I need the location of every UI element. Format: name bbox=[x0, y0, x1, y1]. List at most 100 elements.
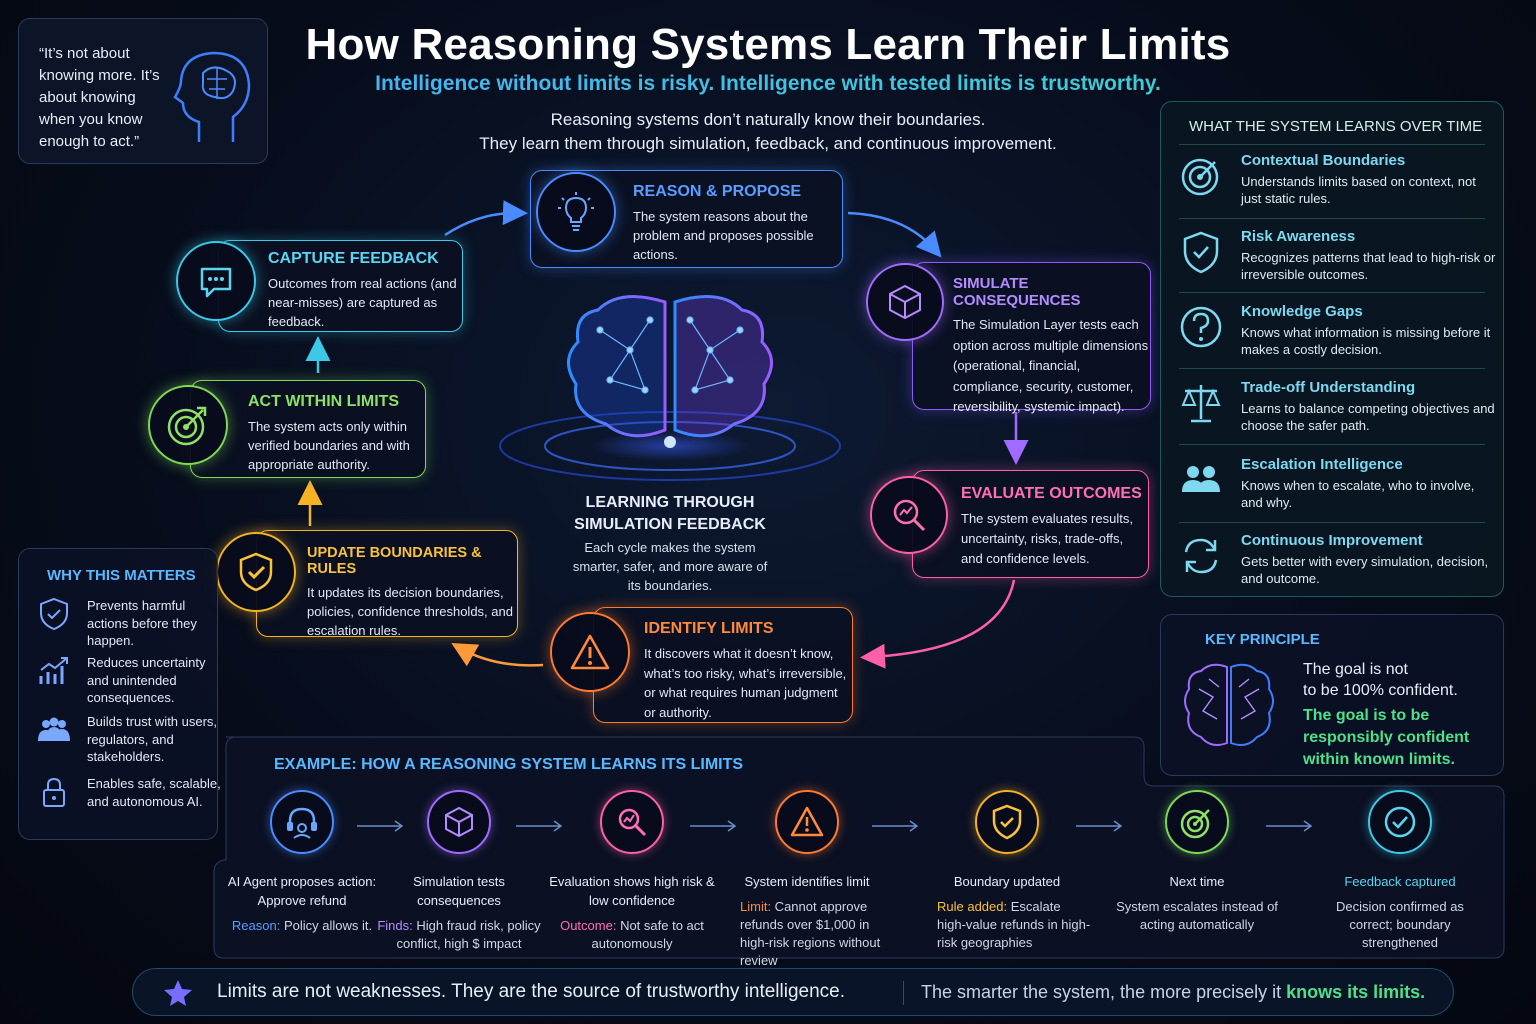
step-update-desc: It updates its decision boundaries, poli… bbox=[307, 585, 513, 638]
learn-item-contextual: Contextual Boundaries Understands limits… bbox=[1179, 152, 1499, 222]
magnifier-icon bbox=[870, 476, 948, 554]
check-circle-icon bbox=[1368, 790, 1432, 854]
learn-desc: Understands limits based on context, not… bbox=[1241, 174, 1476, 206]
example-step-label: Rule added: bbox=[937, 899, 1008, 914]
people-icon bbox=[38, 717, 70, 741]
cube-icon bbox=[427, 790, 491, 854]
step-capture-feedback: CAPTURE FEEDBACK Outcomes from real acti… bbox=[218, 240, 463, 332]
learn-title: Trade-off Understanding bbox=[1241, 379, 1416, 396]
example-step-feedback: Feedback captured Decision confirmed as … bbox=[1315, 790, 1485, 952]
learns-divider bbox=[1179, 218, 1485, 219]
intro-line-1: Reasoning systems don’t naturally know t… bbox=[550, 110, 986, 129]
arrow-right-icon bbox=[516, 820, 563, 832]
intro-line-2: They learn them through simulation, feed… bbox=[479, 134, 1057, 153]
shield-check-icon bbox=[40, 597, 68, 631]
warning-icon bbox=[775, 790, 839, 854]
principle-statement: The goal is not to be 100% confident. bbox=[1303, 659, 1458, 701]
example-step-evaluate: Evaluation shows high risk & low confide… bbox=[547, 790, 717, 953]
principle-line-1: The goal is not bbox=[1303, 661, 1408, 678]
learn-item-improvement: Continuous Improvement Gets better with … bbox=[1179, 532, 1499, 602]
example-step-text: High fraud risk, policy conflict, high $… bbox=[396, 918, 541, 951]
center-title-line-2: SIMULATION FEEDBACK bbox=[574, 516, 766, 533]
learns-divider bbox=[1179, 444, 1485, 445]
step-capture-desc: Outcomes from real actions (and near-mis… bbox=[268, 276, 457, 329]
example-step-simulate: Simulation tests consequences Finds: Hig… bbox=[374, 790, 544, 953]
learn-desc: Gets better with every simulation, decis… bbox=[1241, 554, 1489, 586]
scales-icon bbox=[1181, 385, 1221, 423]
example-step-title: Evaluation shows high risk & low confide… bbox=[549, 874, 715, 908]
principle-highlight-1: The goal is to be bbox=[1303, 707, 1430, 724]
example-step-text: System escalates instead of acting autom… bbox=[1116, 899, 1278, 932]
example-step-detail: System escalates instead of acting autom… bbox=[1112, 898, 1282, 934]
example-step-detail: Finds: High fraud risk, policy conflict,… bbox=[374, 917, 544, 953]
page-title: How Reasoning Systems Learn Their Limits bbox=[305, 20, 1231, 69]
example-step-text: Policy allows it. bbox=[280, 918, 373, 933]
example-panel-frame bbox=[213, 736, 1505, 959]
question-icon bbox=[1180, 306, 1222, 348]
learn-desc: Learns to balance competing objectives a… bbox=[1241, 401, 1495, 433]
example-step-title: Feedback captured bbox=[1344, 874, 1456, 889]
example-step-detail: Rule added: Escalate high-value refunds … bbox=[922, 898, 1092, 952]
step-evaluate-desc: The system evaluates results, uncertaint… bbox=[961, 511, 1133, 566]
example-step-label: Reason: bbox=[231, 918, 281, 933]
learn-item-risk: Risk Awareness Recognizes patterns that … bbox=[1179, 228, 1499, 298]
center-title: LEARNING THROUGH SIMULATION FEEDBACK bbox=[540, 492, 800, 536]
principle-line-2: to be 100% confident. bbox=[1303, 682, 1458, 699]
footer-banner: Limits are not weaknesses. They are the … bbox=[132, 968, 1454, 1016]
learn-desc: Recognizes patterns that lead to high-ri… bbox=[1241, 250, 1496, 282]
chat-bubble-icon bbox=[176, 241, 256, 321]
page-subtitle: Intelligence without limits is risky. In… bbox=[0, 72, 1536, 96]
target-icon bbox=[148, 385, 228, 465]
footer-left-text: Limits are not weaknesses. They are the … bbox=[217, 981, 846, 1002]
learns-divider bbox=[1179, 144, 1485, 145]
learn-desc: Knows when to escalate, who to involve, … bbox=[1241, 478, 1475, 510]
target-icon bbox=[1181, 158, 1219, 196]
shield-icon bbox=[1183, 231, 1219, 274]
step-simulate-desc: The Simulation Layer tests each option a… bbox=[953, 317, 1149, 414]
step-capture-title: CAPTURE FEEDBACK bbox=[268, 250, 439, 267]
example-step-label: Limit: bbox=[740, 899, 772, 914]
learns-panel: WHAT THE SYSTEM LEARNS OVER TIME Context… bbox=[1160, 101, 1504, 597]
quote-card: “It’s not about knowing more. It’s about… bbox=[18, 18, 268, 164]
why-heading: WHY THIS MATTERS bbox=[47, 567, 196, 584]
footer-right-text: The smarter the system, the more precise… bbox=[921, 982, 1425, 1003]
learn-title: Risk Awareness bbox=[1241, 228, 1356, 245]
star-icon bbox=[164, 980, 192, 1006]
cycle-arrows bbox=[297, 200, 1029, 669]
learn-item-knowledge: Knowledge Gaps Knows what information is… bbox=[1179, 303, 1499, 373]
step-identify-desc: It discovers what it doesn’t know, what’… bbox=[644, 646, 847, 720]
step-update-boundaries: UPDATE BOUNDARIES & RULES It updates its… bbox=[256, 530, 518, 638]
example-step-detail: Outcome: Not safe to act autonomously bbox=[547, 917, 717, 953]
example-step-text: Cannot approve refunds over $1,000 in hi… bbox=[740, 899, 881, 968]
learns-divider bbox=[1179, 368, 1485, 369]
learn-title: Escalation Intelligence bbox=[1241, 456, 1403, 473]
example-step-detail: Decision confirmed as correct; boundary … bbox=[1315, 898, 1485, 952]
learn-title: Continuous Improvement bbox=[1241, 532, 1423, 549]
example-step-label: Finds: bbox=[377, 918, 413, 933]
step-identify-title: IDENTIFY LIMITS bbox=[644, 620, 774, 637]
example-step-label: Outcome: bbox=[560, 918, 617, 933]
arrow-right-icon bbox=[872, 820, 919, 832]
principle-highlight: The goal is to be responsibly confident … bbox=[1303, 705, 1469, 771]
chart-up-icon bbox=[39, 657, 68, 684]
step-reason-title: REASON & PROPOSE bbox=[633, 183, 802, 200]
arrow-right-icon bbox=[690, 820, 737, 832]
step-act-desc: The system acts only within verified bou… bbox=[248, 419, 410, 472]
headset-icon bbox=[270, 790, 334, 854]
magnifier-icon bbox=[600, 790, 664, 854]
warning-icon bbox=[550, 612, 630, 692]
example-step-title: System identifies limit bbox=[744, 874, 870, 889]
target-icon bbox=[1165, 790, 1229, 854]
step-evaluate-outcomes: EVALUATE OUTCOMES The system evaluates r… bbox=[912, 470, 1149, 578]
step-evaluate-title: EVALUATE OUTCOMES bbox=[961, 485, 1142, 502]
why-text: Prevents harmful actions before they hap… bbox=[87, 598, 197, 648]
glowing-brain-icon bbox=[499, 295, 841, 481]
example-step-detail: Reason: Policy allows it. bbox=[217, 917, 387, 935]
example-step-boundary: Boundary updated Rule added: Escalate hi… bbox=[922, 790, 1092, 952]
principle-highlight-2: responsibly confident bbox=[1303, 729, 1470, 746]
step-simulate-consequences: SIMULATE CONSEQUENCES The Simulation Lay… bbox=[912, 262, 1151, 414]
arrow-right-icon bbox=[357, 820, 404, 832]
example-step-next-time: Next time System escalates instead of ac… bbox=[1112, 790, 1282, 934]
refresh-icon bbox=[1184, 538, 1218, 574]
shield-check-icon bbox=[216, 532, 296, 612]
